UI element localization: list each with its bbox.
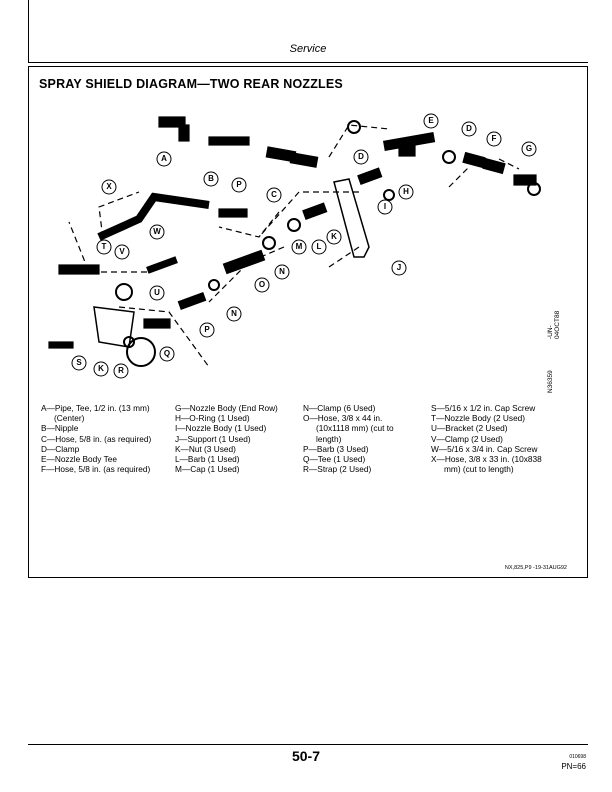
callout-l: L — [317, 242, 322, 251]
header-rule — [28, 62, 588, 63]
callout-h: H — [403, 187, 409, 196]
callout-b: B — [208, 174, 214, 183]
callout-j: J — [397, 263, 401, 272]
legend-col-3: N—Clamp (6 Used) O—Hose, 3/8 x 44 in. (1… — [303, 403, 394, 474]
callout-p: P — [236, 180, 242, 189]
callout-x: X — [106, 182, 112, 191]
footer-pn: PN=66 — [561, 762, 586, 771]
legend-item: Q—Tee (1 Used) — [303, 454, 366, 465]
legend-item: U—Bracket (2 Used) — [431, 423, 508, 434]
callout-g: G — [526, 144, 532, 153]
callout-d2: D — [466, 124, 472, 133]
callout-m: M — [296, 242, 303, 251]
legend-item: L—Barb (1 Used) — [175, 454, 240, 465]
legend-item: N—Clamp (6 Used) — [303, 403, 376, 413]
legend-col-4: S—5/16 x 1/2 in. Cap Screw T—Nozzle Body… — [431, 403, 542, 474]
margin-rule — [28, 0, 29, 62]
callout-u: U — [154, 288, 160, 297]
figure-title: SPRAY SHIELD DIAGRAM—TWO REAR NOZZLES — [39, 77, 343, 91]
callout-n2: N — [231, 309, 237, 318]
figure-frame: SPRAY SHIELD DIAGRAM—TWO REAR NOZZLES — [28, 66, 588, 578]
callout-s: S — [76, 358, 82, 367]
legend-item: A—Pipe, Tee, 1/2 in. (13 mm) — [41, 403, 150, 413]
legend-item: B—Nipple — [41, 423, 79, 434]
legend-item: F—Hose, 5/8 in. (as required) — [41, 464, 151, 475]
footer-rule — [28, 744, 588, 745]
legend-item: I—Nozzle Body (1 Used) — [175, 423, 267, 434]
callout-a: A — [161, 154, 167, 163]
callout-c: C — [271, 190, 277, 199]
legend-item: (10x1118 mm) (cut to — [316, 423, 394, 434]
callout-k2: K — [98, 364, 104, 373]
figure-reference: NX,825,P9 -19-31AUG92 — [504, 565, 567, 571]
legend-item: M—Cap (1 Used) — [175, 464, 240, 475]
exploded-parts-diagram: A B C D E D F G X P H I T V W J M K L N … — [48, 113, 541, 379]
legend-item: P—Barb (3 Used) — [303, 443, 369, 454]
callout-v: V — [119, 247, 125, 256]
callout-n: N — [279, 267, 285, 276]
callout-k: K — [331, 232, 337, 241]
legend-item: X—Hose, 3/8 x 33 in. (10x838 — [431, 454, 542, 465]
callout-w: W — [153, 227, 161, 236]
callout-o: O — [259, 280, 265, 289]
legend-item: T—Nozzle Body (2 Used) — [431, 413, 526, 424]
footer-code: 010698 — [569, 754, 586, 760]
callout-r: R — [118, 366, 124, 375]
callout-e: E — [428, 116, 434, 125]
legend-item: J—Support (1 Used) — [175, 433, 251, 444]
legend-item: V—Clamp (2 Used) — [431, 433, 503, 444]
callout-t: T — [102, 242, 107, 251]
figure-code-1: -UN-04OCT88 — [547, 310, 561, 339]
legend-col-2: G—Nozzle Body (End Row) H—O-Ring (1 Used… — [175, 403, 278, 474]
callout-p2: P — [204, 325, 210, 334]
callout-f: F — [492, 134, 497, 143]
legend-item: mm) (cut to length) — [444, 464, 514, 475]
legend-item: G—Nozzle Body (End Row) — [175, 403, 278, 413]
callout-d: D — [358, 152, 364, 161]
legend-col-1: A—Pipe, Tee, 1/2 in. (13 mm) (Center) B—… — [41, 403, 151, 474]
section-header: Service — [289, 43, 327, 55]
callout-i: I — [384, 202, 386, 211]
callout-q: Q — [164, 349, 170, 358]
figure-code-2: N36359 — [547, 370, 554, 393]
legend-item: D—Clamp — [41, 443, 80, 454]
legend-item: O—Hose, 3/8 x 44 in. — [303, 413, 383, 424]
legend-item: S—5/16 x 1/2 in. Cap Screw — [431, 403, 536, 413]
legend-item: R—Strap (2 Used) — [303, 464, 372, 475]
legend-item: C—Hose, 5/8 in. (as required) — [41, 433, 152, 444]
legend-item: H—O-Ring (1 Used) — [175, 413, 250, 424]
page-number: 50-7 — [291, 748, 321, 764]
legend-item: E—Nozzle Body Tee — [41, 454, 117, 465]
legend-item: length) — [316, 433, 342, 444]
legend-item: W—5/16 x 3/4 in. Cap Screw — [431, 443, 538, 454]
legend-item: K—Nut (3 Used) — [175, 443, 236, 454]
legend-item: (Center) — [54, 413, 85, 424]
